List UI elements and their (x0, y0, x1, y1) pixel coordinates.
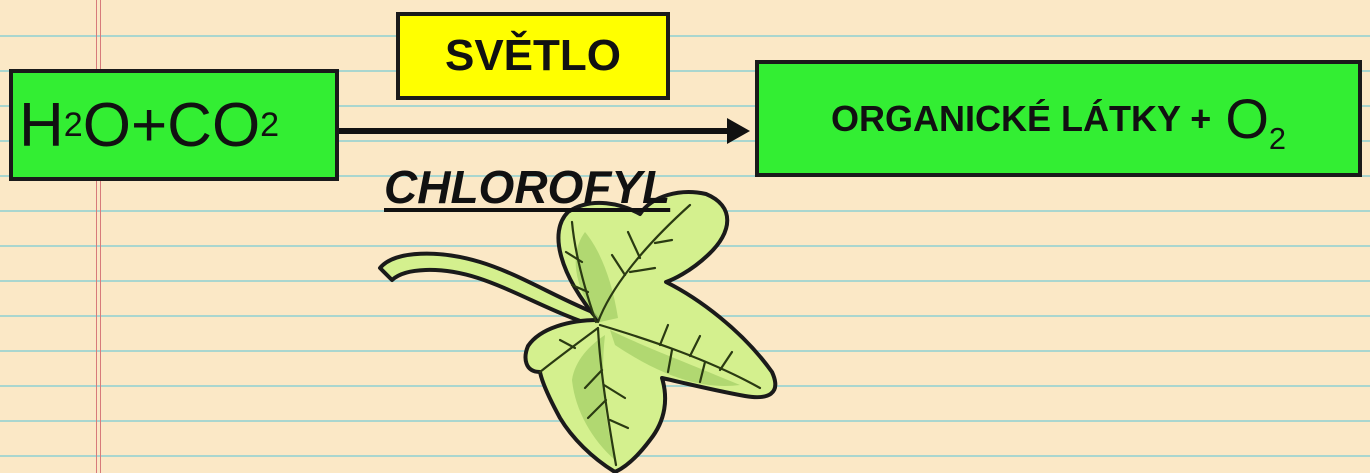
catalyst-label: CHLOROFYL (384, 160, 670, 214)
leaf-icon (380, 192, 775, 472)
reaction-arrow-head (727, 118, 750, 144)
product-oxygen-subscript: 2 (1269, 121, 1286, 156)
product-oxygen: O2 (1225, 86, 1286, 151)
reaction-arrow (339, 118, 750, 144)
products-text: ORGANICKÉ LÁTKY + (831, 98, 1211, 140)
product-oxygen-symbol: O (1225, 87, 1269, 150)
products-box: ORGANICKÉ LÁTKY + O2 (755, 60, 1362, 177)
leaf-blade (526, 192, 776, 472)
